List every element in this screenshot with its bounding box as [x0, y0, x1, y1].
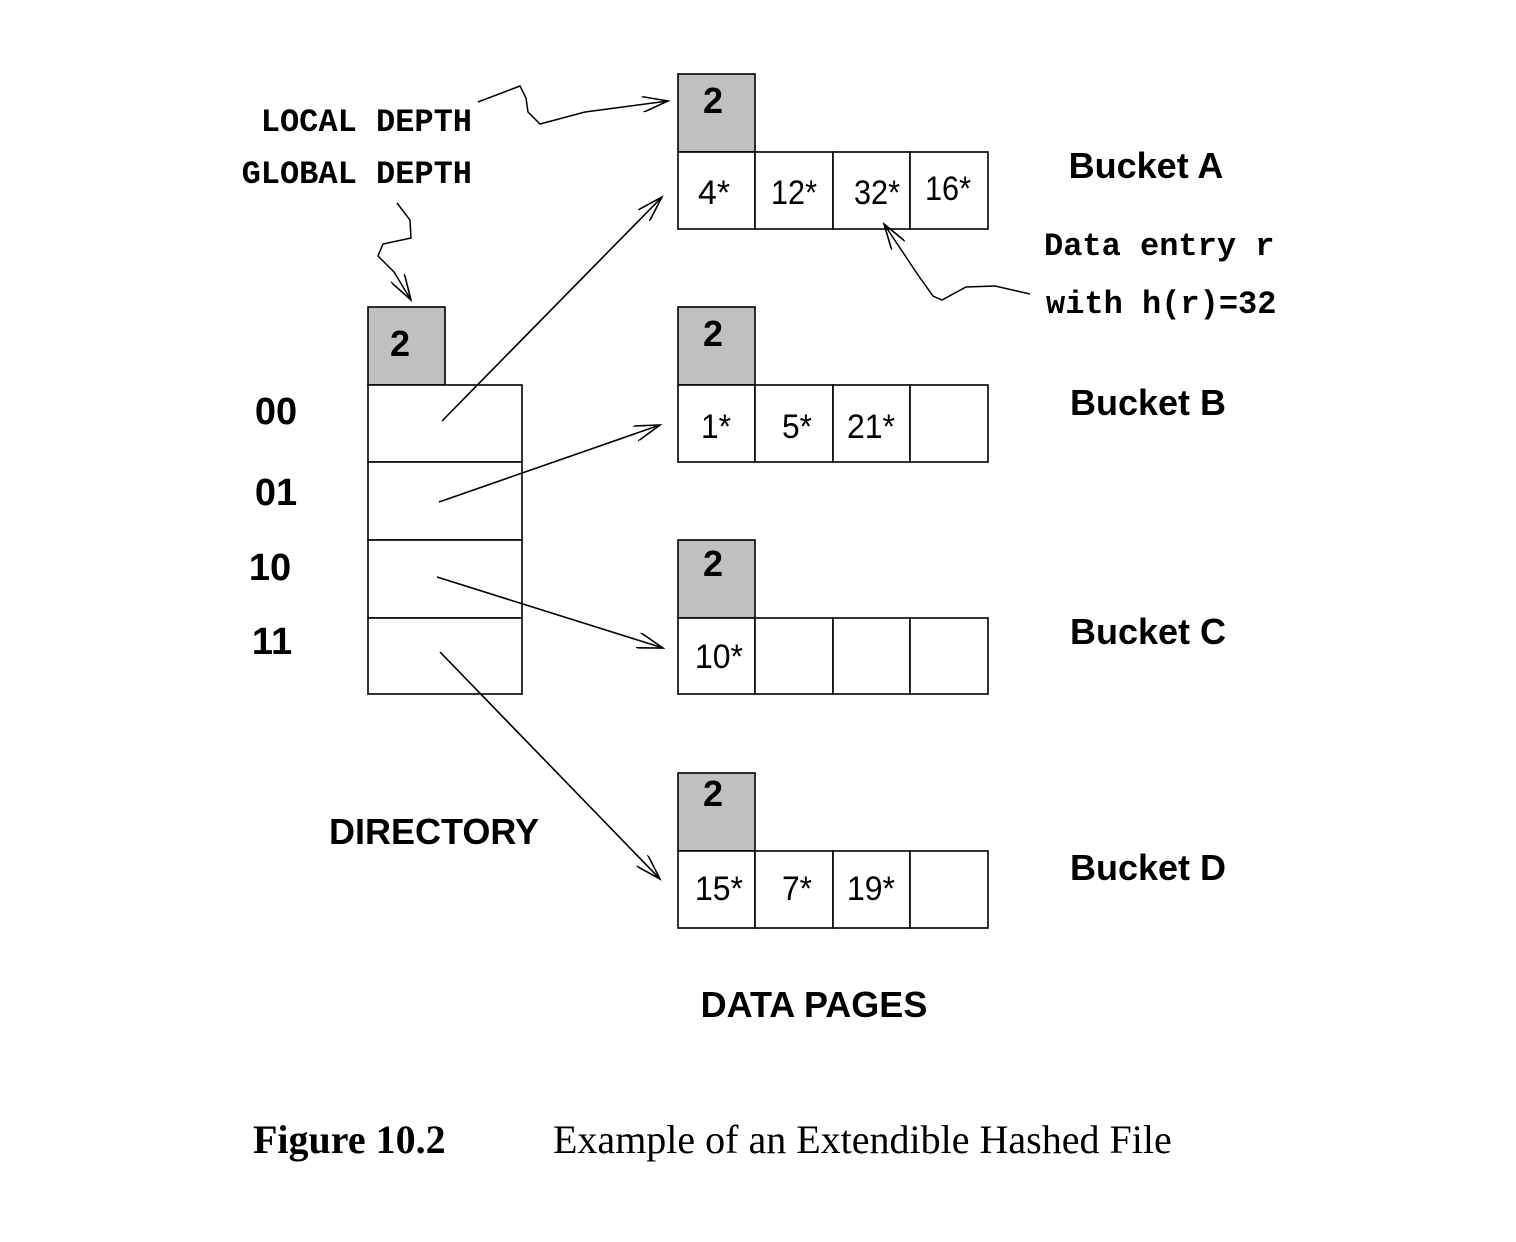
data-entry: 32* — [854, 174, 900, 212]
bucket-label: Bucket B — [1070, 382, 1226, 423]
local-depth-value: 2 — [703, 80, 723, 121]
bucket-a: 2 4* 12* 32* 16* Bucket A — [677, 73, 1224, 230]
bucket-slot — [754, 617, 834, 695]
pointer-11-to-bucket-d — [439, 651, 660, 879]
bucket-label: Bucket C — [1070, 611, 1226, 652]
bucket-slot — [677, 850, 756, 929]
pointer-00-to-bucket-a — [441, 197, 662, 422]
data-entry: 10* — [695, 638, 743, 676]
bucket-slot — [754, 384, 834, 463]
bucket-label: Bucket A — [1069, 145, 1224, 186]
local-depth-value: 2 — [703, 543, 723, 584]
data-entry: 21* — [847, 408, 895, 446]
global-depth-value: 2 — [390, 323, 410, 364]
directory-slot — [367, 461, 523, 541]
directory: 2 00 01 10 11 DIRECTORY — [249, 306, 539, 852]
local-depth-label: LOCAL DEPTH — [261, 104, 472, 141]
bucket-b: 2 1* 5* 21* Bucket B — [677, 306, 1226, 463]
data-entry: 5* — [782, 408, 812, 446]
data-pages-label: DATA PAGES — [701, 984, 928, 1025]
local-depth-box — [677, 539, 756, 619]
local-depth-box — [677, 772, 756, 852]
directory-slot — [367, 384, 523, 463]
figure-caption-text: Example of an Extendible Hashed File — [553, 1117, 1172, 1162]
directory-label: DIRECTORY — [329, 811, 539, 852]
bucket-c: 2 10* Bucket C — [677, 539, 1226, 695]
data-entry: 1* — [701, 408, 731, 446]
local-depth-value: 2 — [703, 773, 723, 814]
bucket-slot — [909, 617, 989, 695]
data-entry: 4* — [698, 174, 730, 212]
local-depth-box — [677, 73, 756, 153]
bucket-slot — [754, 850, 834, 929]
bucket-slot — [677, 151, 756, 230]
figure-caption-number: Figure 10.2 — [253, 1117, 446, 1162]
bucket-slot — [909, 850, 989, 929]
bucket-slot — [677, 617, 756, 695]
pointer-01-to-bucket-b — [438, 425, 660, 503]
directory-entry-label: 11 — [252, 621, 292, 663]
local-depth-value: 2 — [703, 313, 723, 354]
directory-entry-label: 00 — [255, 391, 297, 433]
data-entry: 12* — [771, 174, 817, 212]
directory-entry-label: 01 — [255, 472, 297, 514]
bucket-label: Bucket D — [1070, 847, 1226, 888]
bucket-slot — [754, 151, 834, 230]
local-depth-box — [677, 306, 756, 386]
bucket-slot — [832, 617, 911, 695]
data-entry: 7* — [782, 870, 812, 908]
data-entry-pointer — [884, 224, 1031, 301]
bucket-slot — [832, 850, 911, 929]
bucket-slot — [677, 384, 756, 463]
bucket-d: 2 15* 7* 19* Bucket D — [677, 772, 1226, 929]
data-entry: 19* — [847, 870, 895, 908]
directory-entry-label: 10 — [249, 547, 291, 589]
bucket-slot — [832, 151, 911, 230]
data-entry-annotation-line2: with h(r)=32 — [1046, 286, 1276, 323]
data-entry: 16* — [925, 170, 971, 208]
bucket-slot — [832, 384, 911, 463]
directory-slot — [367, 617, 523, 695]
bucket-slot — [909, 384, 989, 463]
global-depth-box — [367, 306, 446, 386]
global-depth-label: GLOBAL DEPTH — [242, 156, 472, 193]
bucket-slot — [909, 151, 989, 230]
global-depth-pointer — [377, 202, 411, 300]
data-entry-annotation-line1: Data entry r — [1044, 228, 1274, 265]
local-depth-pointer — [477, 85, 668, 125]
data-entry: 15* — [695, 870, 743, 908]
pointer-10-to-bucket-c — [436, 576, 663, 648]
